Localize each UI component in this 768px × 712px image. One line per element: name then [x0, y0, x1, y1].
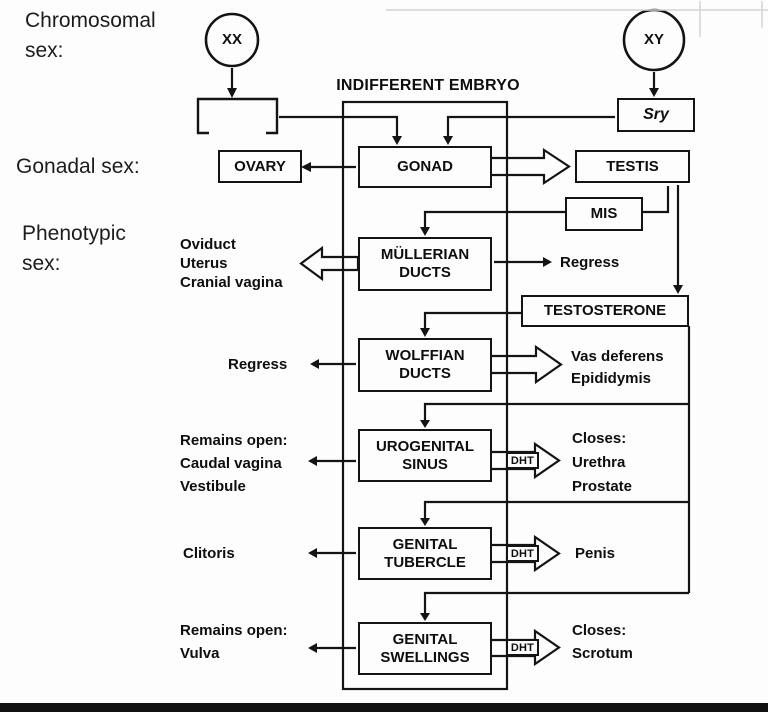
arrowhead-bracket-gonad [392, 136, 402, 145]
outcome-vestibule: Vestibule [180, 478, 246, 495]
arrowhead-urogenital-top [420, 420, 430, 428]
swellings-male-outcomes: Closes: Scrotum [572, 619, 633, 665]
gonad-label: GONAD [397, 158, 453, 175]
outcome-scrotum: Scrotum [572, 645, 633, 662]
tubercle-female-outcome: Clitoris [183, 545, 235, 562]
genital-swellings-box: GENITAL SWELLINGS [358, 622, 492, 675]
line-testosterone-to-wolffian [423, 311, 523, 329]
mis-box: MIS [565, 197, 643, 231]
xx-bracket [196, 97, 279, 135]
line-feed-swellings [423, 591, 689, 614]
urogenital-label-line2: SINUS [402, 455, 448, 473]
wolffian-female-outcome: Regress [228, 356, 288, 373]
bottom-bar [0, 703, 768, 712]
urogenital-label-line1: UROGENITAL [375, 437, 475, 455]
arrowhead-swellings-left [308, 643, 317, 653]
xx-label: XX [221, 31, 242, 48]
xx-circle [204, 12, 260, 68]
arrowhead-testosterone [673, 285, 683, 294]
dht-label-swellings: DHT [506, 639, 539, 656]
gonadal-sex-label: Gonadal sex: [16, 155, 140, 178]
outcome-urethra: Urethra [572, 454, 626, 471]
line-mis-to-mullerian [423, 210, 567, 228]
outcome-epididymis: Epididymis [571, 370, 652, 387]
sry-label: Sry [643, 106, 669, 123]
line-feed-urogenital [423, 402, 689, 421]
arrowhead-xx [227, 88, 237, 98]
outcome-uterus: Uterus [180, 255, 228, 272]
line-feed-tubercle [423, 500, 689, 519]
urogenital-male-outcomes: Closes: Urethra Prostate [572, 427, 632, 499]
outcome-oviduct: Oviduct [180, 236, 236, 253]
outcome-vas-deferens: Vas deferens [571, 348, 664, 365]
mis-label: MIS [590, 205, 618, 222]
outcome-closes-1: Closes: [572, 430, 627, 447]
testis-label: TESTIS [606, 157, 659, 175]
outcome-vulva: Vulva [180, 645, 220, 662]
mullerian-male-outcome: Regress [560, 254, 620, 271]
arrowhead-sry-gonad [443, 136, 453, 145]
gonad-box: GONAD [358, 146, 492, 188]
hollow-arrow-gonad-to-testis [488, 147, 571, 186]
indifferent-embryo-column [341, 100, 509, 691]
arrowhead-wolffian-regress [310, 359, 319, 369]
mullerian-label-line1: MÜLLERIAN [380, 246, 470, 263]
swellings-female-outcomes: Remains open: Vulva [180, 619, 288, 665]
dht-label-tubercle: DHT [506, 545, 539, 562]
arrowhead-tubercle-left [308, 548, 317, 558]
outcome-caudal-vagina: Caudal vagina [180, 455, 282, 472]
swellings-label-line1: GENITAL [392, 630, 458, 648]
line-mis-to-testis [643, 186, 670, 214]
outcome-prostate: Prostate [572, 478, 633, 495]
arrowhead-mullerian-regress [543, 257, 552, 267]
chromosomal-sex-label-line2: sex: [25, 39, 64, 62]
line-bracket-to-gonad [279, 115, 399, 138]
phenotypic-sex-label: Phenotypic sex: [22, 219, 126, 279]
arrowhead-swellings-top [420, 613, 430, 621]
wolffian-label-line2: DUCTS [399, 365, 451, 382]
line-sry-to-gonad [446, 115, 615, 138]
chromosomal-sex-label-line1: Chromosomal [25, 9, 156, 32]
urogenital-sinus-box: UROGENITAL SINUS [358, 429, 492, 482]
xy-label: XY [643, 31, 664, 48]
arrowhead-tubercle-top [420, 518, 430, 526]
hollow-arrow-wolffian-right [488, 344, 563, 385]
outcome-closes-2: Closes: [572, 622, 627, 639]
indifferent-embryo-title: INDIFFERENT EMBRYO [336, 77, 520, 94]
wolffian-ducts-box: WOLFFIAN DUCTS [358, 338, 492, 392]
phenotypic-sex-label-line2: sex: [22, 252, 61, 275]
phenotypic-sex-label-line1: Phenotypic [22, 222, 126, 245]
testosterone-box: TESTOSTERONE [521, 295, 689, 327]
sry-box: Sry [617, 98, 695, 132]
outcome-remains-open-1: Remains open: [180, 432, 288, 449]
testosterone-label: TESTOSTERONE [543, 302, 667, 319]
chromosomal-sex-label: Chromosomal sex: [25, 6, 156, 66]
arrowhead-xy [649, 88, 659, 97]
wolffian-label-line1: WOLFFIAN [385, 347, 465, 364]
arrowhead-ovary [301, 162, 311, 172]
outcome-cranial-vagina: Cranial vagina [180, 274, 283, 291]
ovary-box: OVARY [218, 150, 302, 183]
wolffian-male-outcomes: Vas deferens Epididymis [571, 346, 664, 390]
urogenital-female-outcomes: Remains open: Caudal vagina Vestibule [180, 429, 288, 498]
tubercle-label-line1: GENITAL [392, 535, 458, 553]
dht-label-urogenital: DHT [506, 452, 539, 469]
arrowhead-wolffian-top [420, 328, 430, 337]
swellings-label-line2: SWELLINGS [380, 648, 470, 666]
arrowhead-mullerian-top [420, 227, 430, 236]
ovary-label: OVARY [234, 157, 286, 175]
mullerian-female-outcomes: Oviduct Uterus Cranial vagina [180, 235, 283, 292]
arrowhead-urogenital-left [308, 456, 317, 466]
outcome-remains-open-2: Remains open: [180, 622, 288, 639]
hollow-arrow-mullerian-left [299, 245, 360, 282]
tubercle-male-outcome: Penis [575, 545, 616, 562]
tubercle-label-line2: TUBERCLE [384, 553, 466, 571]
genital-tubercle-box: GENITAL TUBERCLE [358, 527, 492, 580]
mullerian-label-line2: DUCTS [399, 264, 451, 281]
mullerian-ducts-box: MÜLLERIAN DUCTS [358, 237, 492, 291]
testis-box: TESTIS [575, 150, 690, 183]
